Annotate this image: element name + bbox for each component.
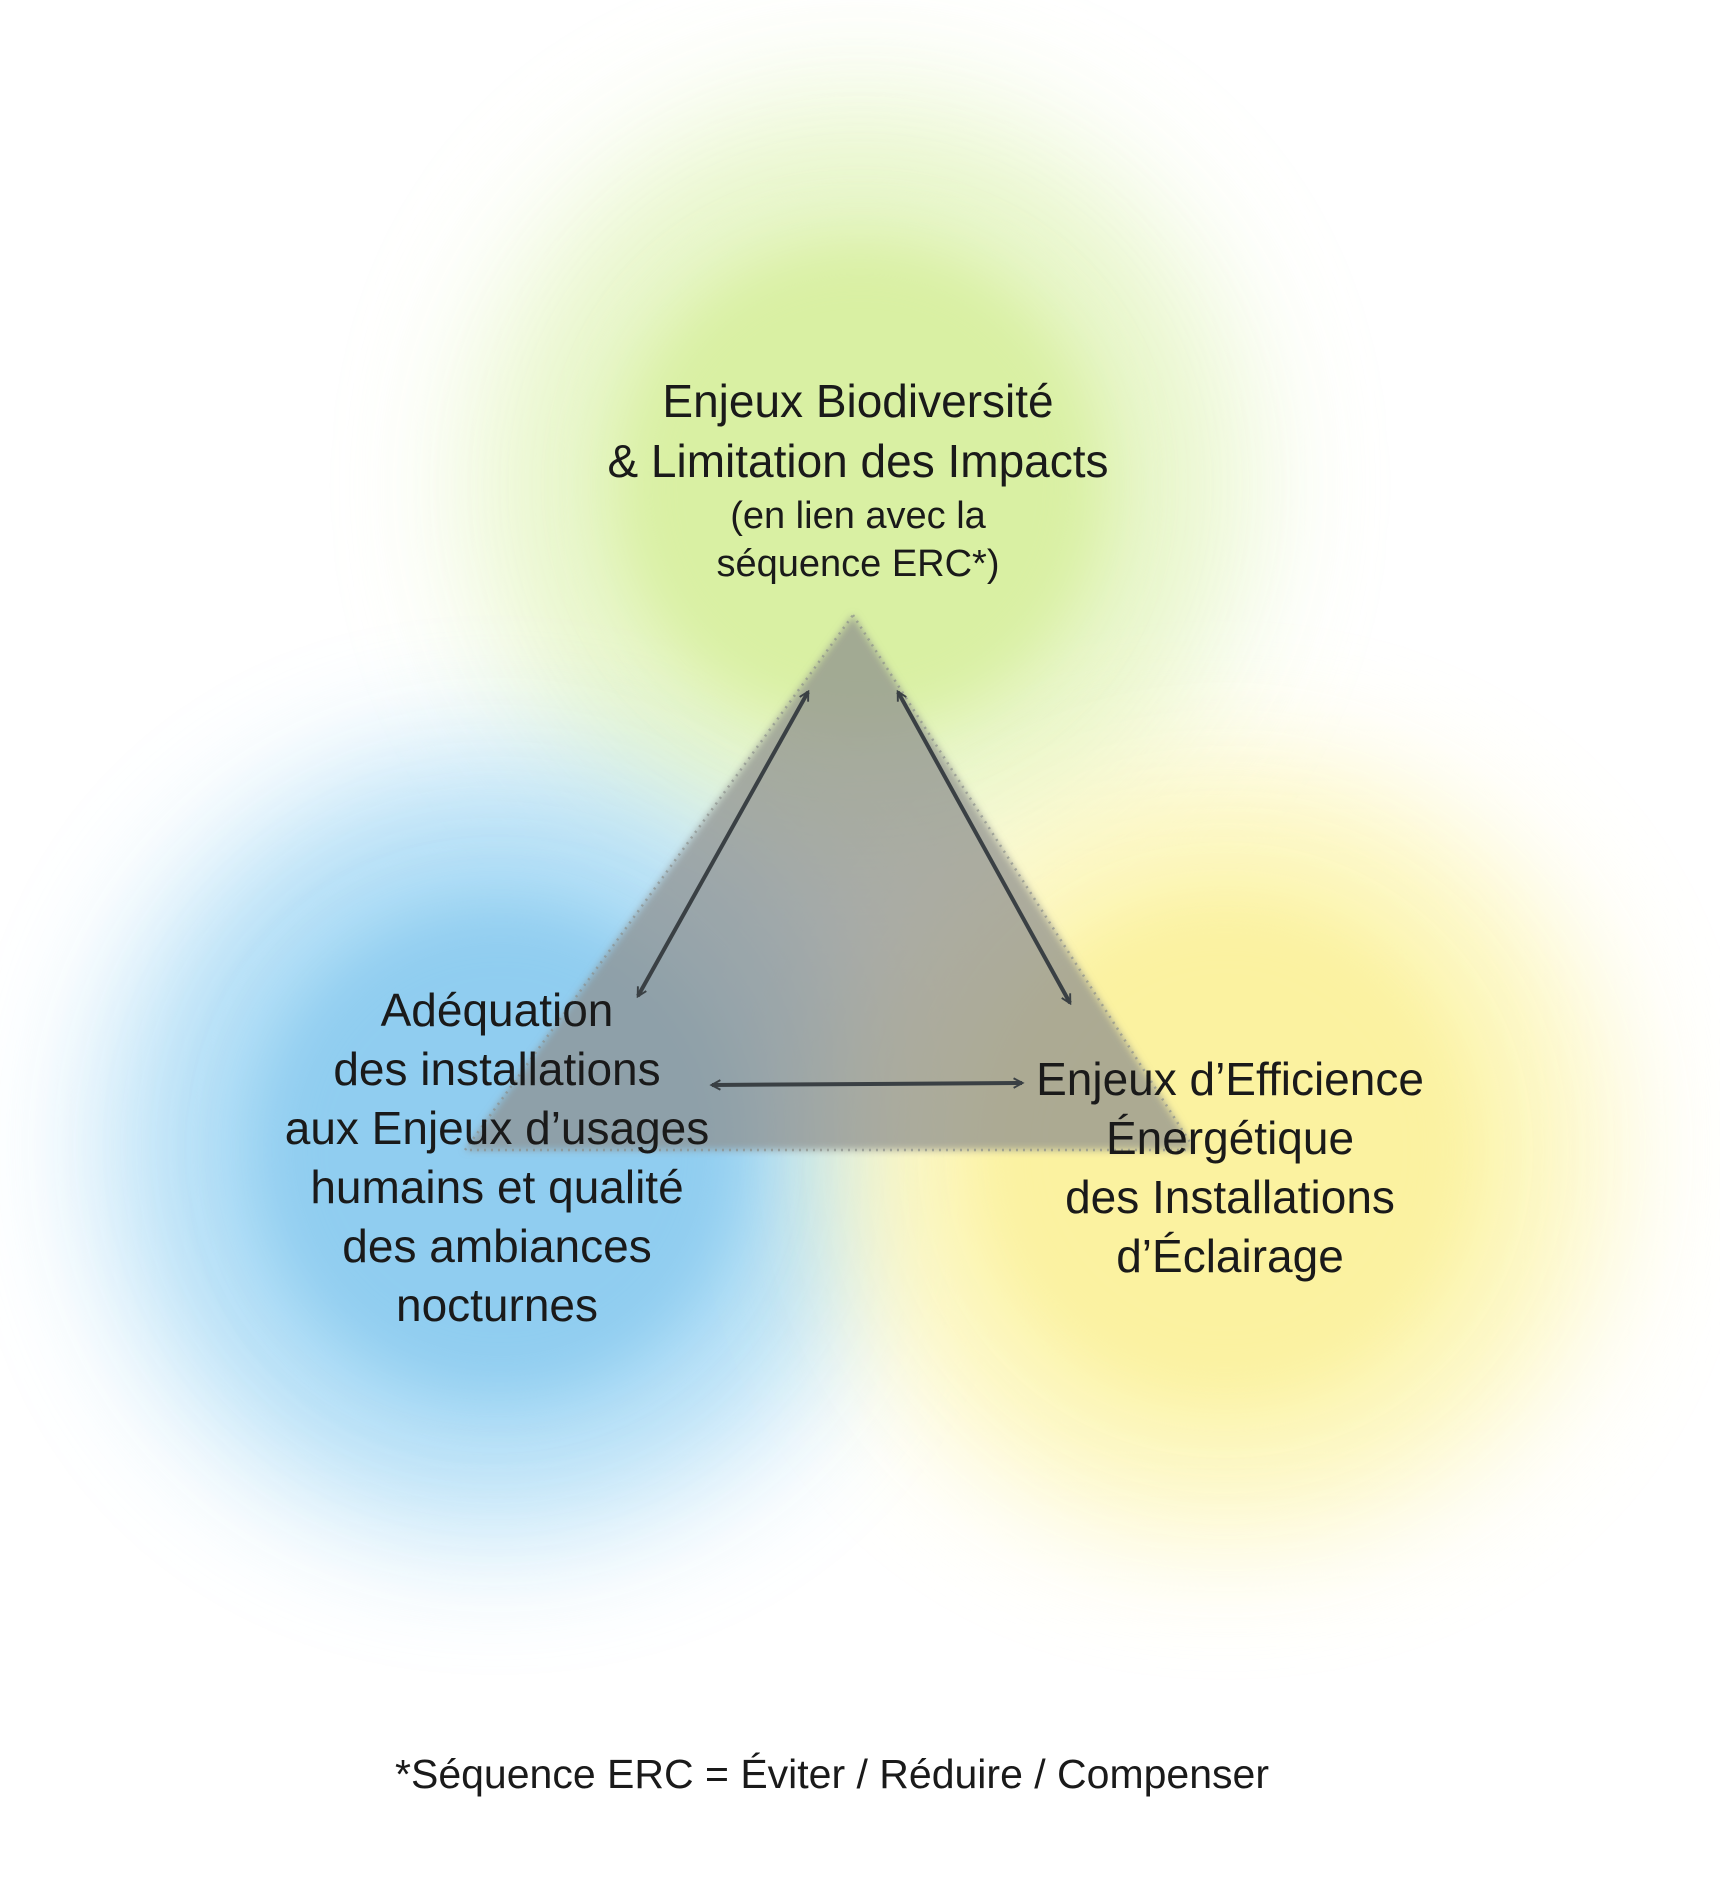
usage-label-line-2: des installations (333, 1043, 660, 1095)
arrow-usage-energy (712, 1083, 1022, 1085)
footnote: *Séquence ERC = Éviter / Réduire / Compe… (395, 1751, 1269, 1797)
arrow-biodiversity-usage (636, 692, 810, 996)
biodiversity-subtitle-line-2: séquence ERC*) (716, 543, 999, 585)
arrow-biodiversity-energy (896, 692, 1072, 1003)
energy-label-line-4: d’Éclairage (1116, 1230, 1344, 1282)
biodiversity-subtitle-line-1: (en lien avec la (730, 495, 986, 537)
usage-label-line-3: aux Enjeux d’usages (285, 1102, 710, 1154)
energy-label-line-2: Énergétique (1106, 1112, 1354, 1164)
biodiversity-title-line-2: & Limitation des Impacts (607, 435, 1108, 487)
usage-label-line-6: nocturnes (396, 1279, 598, 1331)
energy-label-line-3: des Installations (1065, 1171, 1395, 1223)
biodiversity-title-line-1: Enjeux Biodiversité (662, 375, 1053, 427)
usage-label-line-4: humains et qualité (310, 1161, 683, 1213)
energy-label-line-1: Enjeux d’Efficience (1036, 1053, 1424, 1105)
usage-label-line-1: Adéquation (381, 984, 614, 1036)
usage-label-line-5: des ambiances (342, 1220, 651, 1272)
central-triangle (465, 615, 1195, 1150)
circle-biodiversity (615, 240, 1105, 730)
